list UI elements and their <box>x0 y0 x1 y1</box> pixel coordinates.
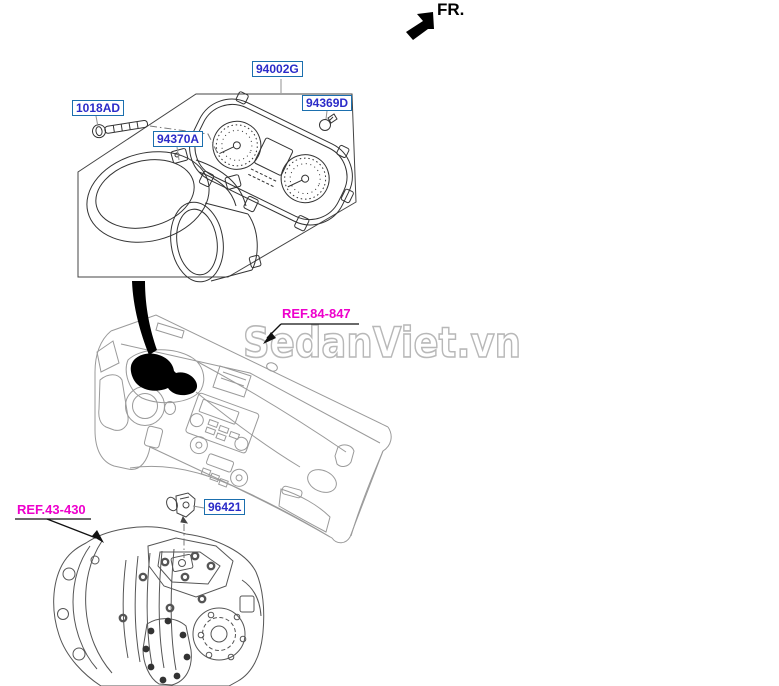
bulb-drawing <box>319 113 338 131</box>
assembly-boundary <box>77 93 357 278</box>
bracket-bolts <box>118 551 216 623</box>
fr-direction-arrow-icon <box>406 12 434 40</box>
dashboard-drawing <box>94 314 392 544</box>
instrument-cluster-drawing <box>189 91 354 232</box>
watermark-text: SedanViet.vn <box>243 318 521 367</box>
part-label-94370a[interactable]: 94370A <box>153 131 204 147</box>
cluster-housing-drawing <box>86 148 262 283</box>
part-label-96421[interactable]: 96421 <box>204 499 246 515</box>
reference-leader-lines <box>15 323 359 543</box>
part-label-1018ad[interactable]: 1018AD <box>72 100 125 116</box>
fr-direction-label: FR. <box>437 0 465 19</box>
ref-label-43-430[interactable]: REF.43-430 <box>17 502 86 517</box>
screw-drawing <box>92 119 149 139</box>
diff-studs <box>197 611 247 661</box>
part-label-94002g[interactable]: 94002G <box>252 61 303 77</box>
label-leader-lines <box>95 79 328 509</box>
speed-sensor-drawing <box>166 492 196 524</box>
location-arrow <box>130 281 198 396</box>
part-label-94369d[interactable]: 94369D <box>302 95 353 111</box>
ref-label-84-847[interactable]: REF.84-847 <box>282 306 351 321</box>
transaxle-drawing <box>53 526 265 686</box>
cover-bolts <box>142 617 191 684</box>
centerline-dashdot <box>149 125 221 558</box>
